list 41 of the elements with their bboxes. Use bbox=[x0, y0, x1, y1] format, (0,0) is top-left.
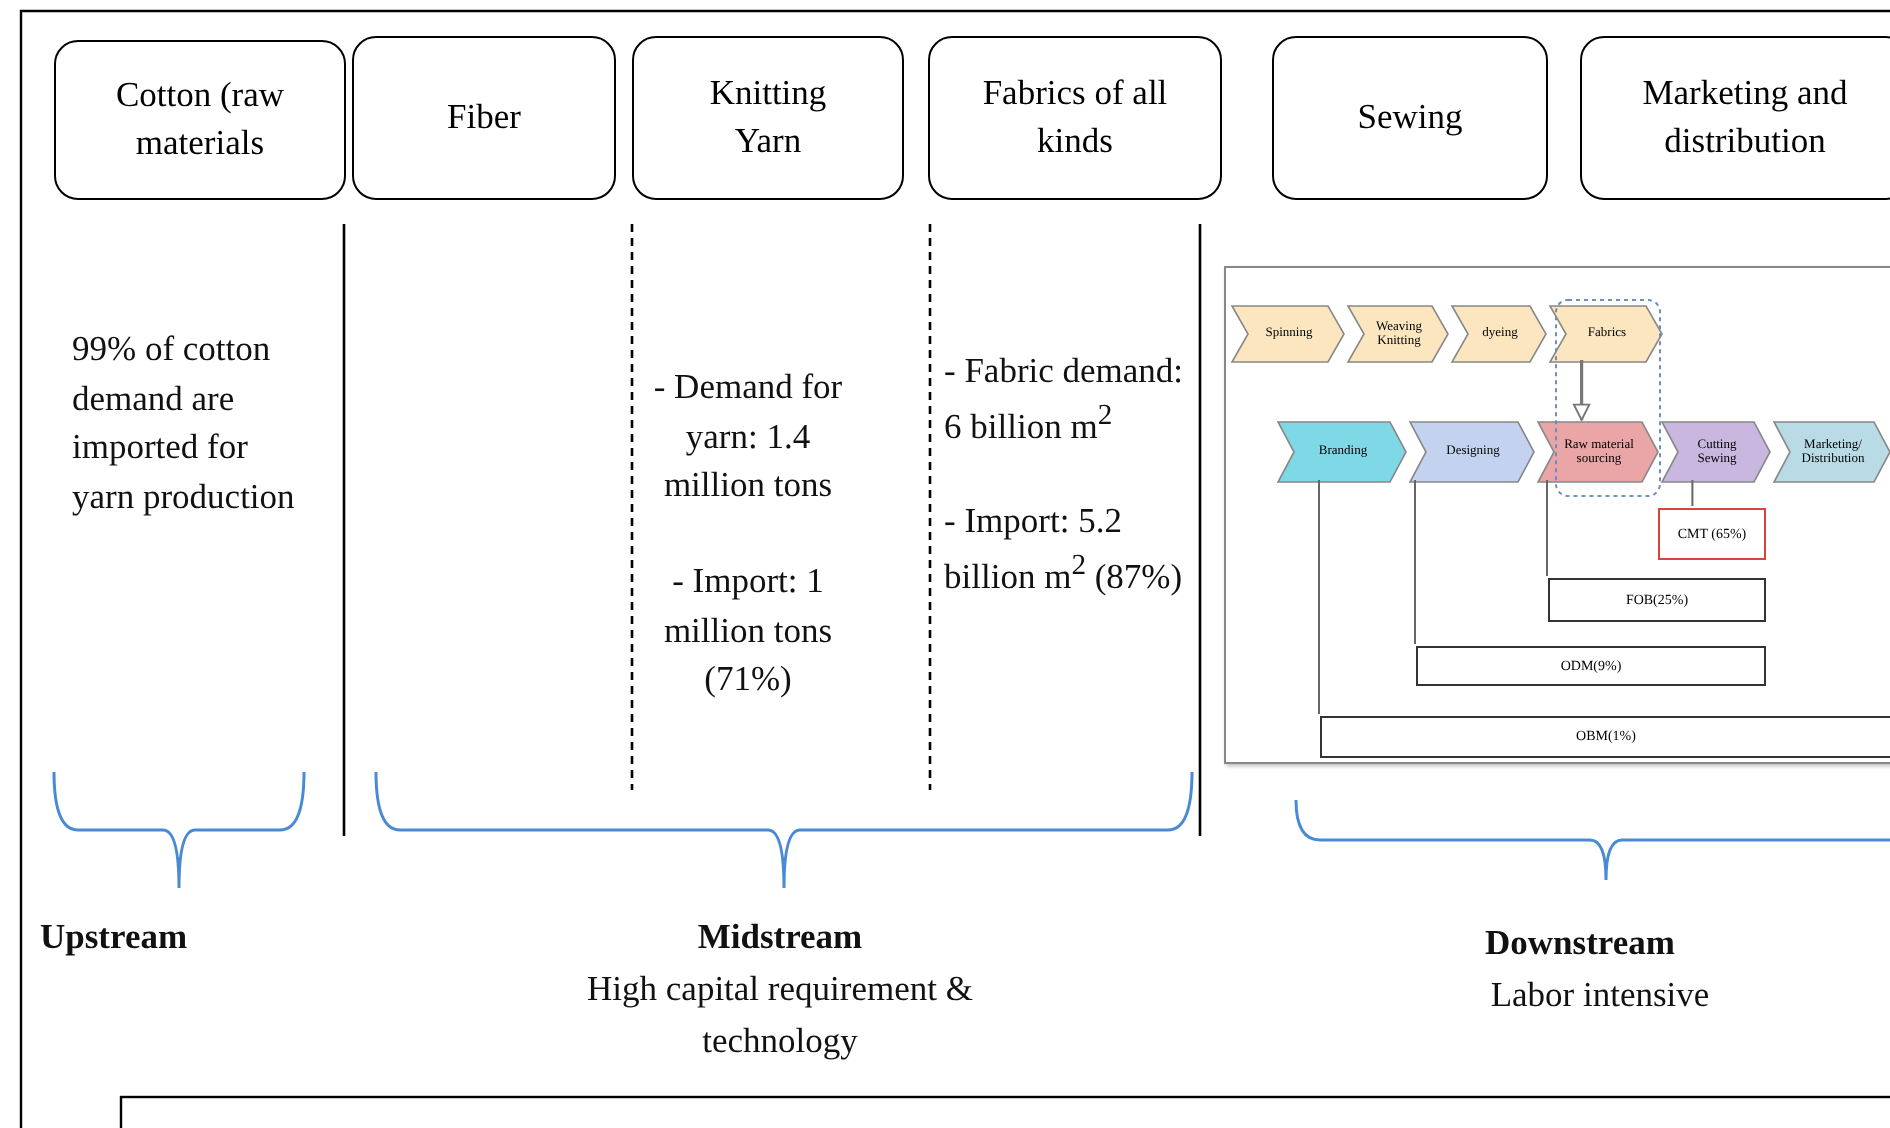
stage-box bbox=[54, 40, 346, 200]
value-chain-figure bbox=[1224, 266, 1890, 764]
process-step bbox=[1662, 422, 1770, 482]
description-text: - Fabric demand: 6 billion m$^{2}$ bbox=[944, 348, 1184, 449]
process-step bbox=[1278, 422, 1406, 482]
process-step bbox=[1538, 422, 1658, 482]
node-label: Sewing bbox=[1355, 94, 1465, 141]
process-step bbox=[1410, 422, 1534, 482]
description-text: - Import: 5.2 billion m$^{2}$ (87%) bbox=[944, 498, 1184, 599]
stage-box bbox=[928, 36, 1222, 200]
stage-box bbox=[352, 36, 616, 200]
section-heading: Upstream bbox=[40, 914, 190, 960]
bracket-box bbox=[1416, 646, 1766, 686]
bracket-line bbox=[1546, 479, 1548, 577]
process-step bbox=[1232, 306, 1344, 362]
stage-box bbox=[1580, 36, 1890, 200]
process-step bbox=[1452, 306, 1546, 362]
node-label: Fiber bbox=[445, 94, 523, 141]
process-step bbox=[1774, 422, 1890, 482]
bracket-line bbox=[1318, 479, 1320, 715]
stage-box bbox=[632, 36, 904, 200]
description-text: High capital requirement & technology bbox=[585, 966, 975, 1065]
node-label: Cotton (raw materials bbox=[113, 72, 287, 166]
arrow bbox=[1572, 360, 1591, 421]
bracket-line bbox=[1414, 479, 1416, 645]
section-heading: Downstream bbox=[1483, 920, 1677, 966]
bracket-box bbox=[1320, 716, 1890, 758]
node-label: Fabrics of all kinds bbox=[980, 70, 1170, 164]
process-step bbox=[1348, 306, 1448, 362]
description-text: 99% of cotton demand are imported for yarn production bbox=[72, 326, 297, 520]
bracket-line bbox=[1691, 479, 1694, 507]
description-text: - Import: 1 million tons (71%) bbox=[661, 558, 835, 702]
description-text: - Demand for yarn: 1.4 million tons bbox=[651, 364, 845, 508]
stage-box bbox=[1272, 36, 1548, 200]
node-label: Knitting Yarn bbox=[707, 70, 829, 164]
bracket-box bbox=[1658, 508, 1766, 560]
process-step bbox=[1550, 306, 1662, 362]
description-text: Labor intensive bbox=[1488, 972, 1712, 1018]
node-label: Marketing and distribution bbox=[1640, 70, 1850, 164]
bracket-box bbox=[1548, 578, 1766, 622]
section-heading: Midstream bbox=[695, 914, 865, 960]
